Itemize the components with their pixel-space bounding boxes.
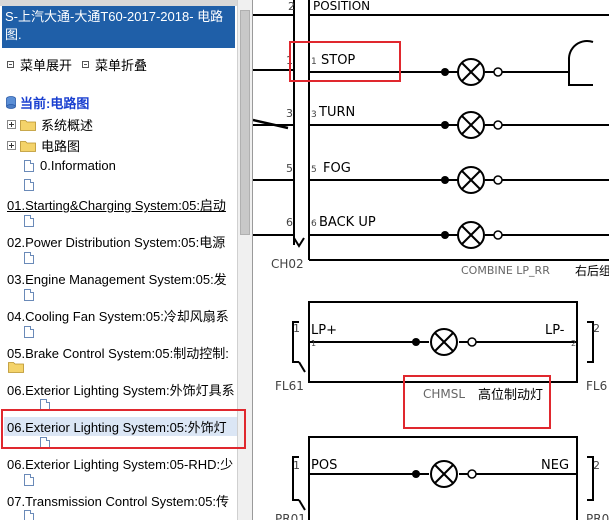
- list-item-link[interactable]: 05.Brake Control System:05:制动控制:: [7, 346, 229, 361]
- pin-number: 5: [286, 162, 293, 175]
- wire-label-fog: FOG: [323, 161, 351, 176]
- pin-number: 5: [311, 165, 317, 175]
- pin-number: 1: [286, 54, 293, 67]
- list-item-link[interactable]: 06.Exterior Lighting System:外饰灯具系: [7, 383, 235, 398]
- connector-label: FL61: [275, 379, 304, 393]
- current-location-label: 当前:电路图: [20, 96, 90, 111]
- tree-folder-diagrams[interactable]: 电路图: [7, 136, 80, 155]
- document-icon: [24, 326, 34, 338]
- scrollbar-thumb[interactable]: [240, 10, 250, 235]
- pin-number: 2: [593, 459, 600, 472]
- component-label-cn: 高位制动灯: [478, 387, 543, 403]
- document-icon: [24, 252, 34, 264]
- document-icon: [24, 474, 34, 486]
- document-icon: [40, 399, 50, 411]
- pin-number: 3: [286, 107, 293, 120]
- list-item-label: 0.Information: [40, 158, 116, 173]
- pin-label: POS: [311, 458, 337, 473]
- document-icon: [24, 289, 34, 301]
- pin-number: 6: [286, 216, 293, 229]
- tree-folder-label: 电路图: [41, 139, 81, 154]
- expand-plus-icon[interactable]: [7, 120, 16, 129]
- wiring-diagram: 2 POSITION 1 1 STOP 3 3 TURN 5 5 FOG 6 6…: [252, 0, 609, 525]
- collapse-menu-button[interactable]: 菜单折叠: [82, 55, 147, 74]
- expand-icon: [7, 61, 14, 68]
- page-title: S-上汽大通-大通T60-2017-2018- 电路图.: [2, 6, 235, 48]
- wire-label-turn: TURN: [318, 105, 355, 120]
- list-item-link[interactable]: 04.Cooling Fan System:05:冷却风扇系: [7, 309, 229, 324]
- list-item-link[interactable]: 01.Starting&Charging System:05:启动: [7, 198, 226, 213]
- list-item-link-selected[interactable]: 06.Exterior Lighting System:05:外饰灯: [4, 417, 237, 436]
- document-icon: [24, 159, 34, 172]
- component-label: CHMSL: [423, 387, 465, 401]
- component-label: COMBINE LP_RR: [461, 264, 550, 277]
- pin-number: 1: [311, 57, 317, 67]
- vertical-scrollbar[interactable]: [237, 0, 252, 520]
- open-folder-icon: [8, 362, 24, 373]
- connector-label: PR0: [586, 512, 609, 520]
- pin-number: 2: [288, 0, 295, 13]
- list-item-link[interactable]: 06.Exterior Lighting System:05-RHD:少: [7, 457, 234, 472]
- pin-number: 2: [571, 339, 576, 348]
- pin-number: 1: [293, 459, 300, 472]
- collapse-icon: [82, 61, 89, 68]
- document-icon: [24, 179, 34, 191]
- tree-folder-label: 系统概述: [41, 118, 94, 133]
- top-strip: [0, 0, 252, 6]
- wire-label-backup: BACK UP: [319, 215, 376, 230]
- wire-label-stop: STOP: [321, 53, 355, 68]
- pin-number: 3: [311, 110, 317, 120]
- expand-menu-button[interactable]: 菜单展开: [7, 55, 72, 74]
- database-icon: [6, 96, 16, 109]
- list-item-link[interactable]: 07.Transmission Control System:05:传: [7, 494, 230, 509]
- expand-plus-icon[interactable]: [7, 141, 16, 150]
- current-location: 当前:电路图: [6, 93, 89, 112]
- list-item-link[interactable]: 03.Engine Management System:05:发: [7, 272, 227, 287]
- expand-menu-label: 菜单展开: [20, 58, 73, 73]
- wire-label: POSITION: [313, 0, 370, 13]
- folder-icon: [20, 140, 36, 152]
- document-icon: [40, 437, 50, 449]
- pin-label: LP-: [545, 323, 565, 338]
- pin-number: 1: [311, 339, 316, 348]
- connector-label: FL6: [586, 379, 607, 393]
- component-label-cn: 右后组: [575, 263, 609, 278]
- connector-label: PR01: [275, 512, 306, 520]
- document-icon: [24, 510, 34, 520]
- collapse-menu-label: 菜单折叠: [95, 58, 148, 73]
- connector-label: CH02: [271, 257, 304, 271]
- tree-folder-overview[interactable]: 系统概述: [7, 115, 93, 134]
- list-item[interactable]: 0.Information: [24, 158, 116, 173]
- wiring-diagram-svg: 2 POSITION 1 1 STOP 3 3 TURN 5 5 FOG 6 6…: [252, 0, 609, 525]
- pin-number: 6: [311, 219, 317, 229]
- navigation-panel: S-上汽大通-大通T60-2017-2018- 电路图. 菜单展开 菜单折叠 当…: [0, 0, 253, 520]
- folder-icon: [20, 119, 36, 131]
- list-item-link[interactable]: 02.Power Distribution System:05:电源: [7, 235, 226, 250]
- pin-number: 1: [293, 322, 300, 335]
- pin-label: LP+: [311, 323, 337, 338]
- document-icon: [24, 215, 34, 227]
- pin-number: 2: [593, 322, 600, 335]
- pin-label: NEG: [541, 458, 569, 473]
